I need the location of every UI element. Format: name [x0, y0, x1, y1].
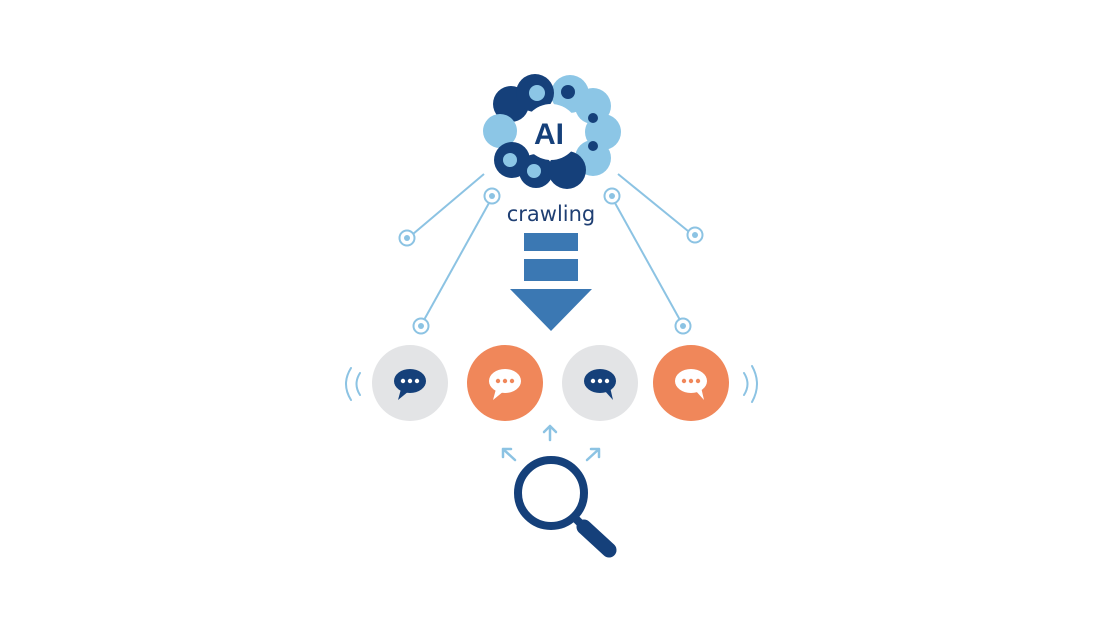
- ai-cluster-icon: [483, 74, 621, 189]
- connector-line-left-outer: [412, 173, 485, 235]
- connector-line-right-outer: [617, 173, 689, 232]
- signal-waves-left-icon: [345, 367, 361, 401]
- spread-arrows-icon: [501, 424, 601, 462]
- chat-bubble-icon: [675, 369, 707, 400]
- down-arrow-icon: [510, 233, 592, 331]
- chat-bubble-icon: [584, 369, 616, 400]
- chat-bubble-orange-1: [467, 345, 543, 421]
- node-icon: [674, 317, 692, 335]
- connector-line-left-inner: [423, 202, 490, 321]
- chat-bubble-gray-1: [372, 345, 448, 421]
- node-icon: [398, 229, 416, 247]
- signal-waves-right-icon: [743, 365, 758, 403]
- magnifier-icon: [514, 456, 617, 558]
- chat-bubble-icon: [489, 369, 521, 400]
- connector-line-right-inner: [614, 202, 681, 321]
- node-icon: [483, 187, 501, 205]
- node-icon: [686, 226, 704, 244]
- node-icon: [603, 187, 621, 205]
- crawling-label: crawling: [507, 202, 596, 226]
- connector-nodes: [398, 187, 704, 335]
- chat-bubble-gray-2: [562, 345, 638, 421]
- chat-bubble-icon: [394, 369, 426, 400]
- node-icon: [412, 317, 430, 335]
- chat-bubble-orange-2: [653, 345, 729, 421]
- ai-label: AI: [534, 118, 564, 151]
- connector-lines: [412, 173, 689, 321]
